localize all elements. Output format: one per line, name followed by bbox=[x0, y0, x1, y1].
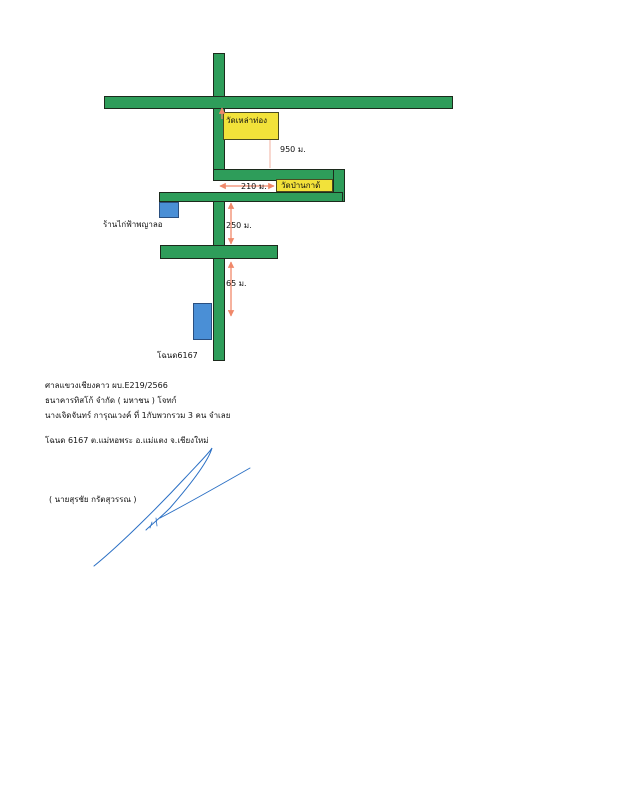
plaintiff-line: ธนาคารทิสโก้ จำกัด ( มหาชน ) โจทก์ bbox=[45, 396, 177, 405]
handwritten-signature bbox=[93, 447, 251, 567]
deed-marker-label: โฉนด6167 bbox=[157, 351, 198, 360]
road-vertical-main bbox=[213, 201, 225, 361]
road-horizontal-top bbox=[104, 96, 453, 109]
temple-pa-nok-kad-label: วัดป่านกาด้ bbox=[281, 181, 321, 190]
temple-lao-thong-building bbox=[223, 112, 279, 140]
signer-name: ( นายสุรชัย กรัตสุวรรณ ) bbox=[49, 495, 137, 504]
road-horizontal-lower bbox=[160, 245, 278, 259]
deed-plot bbox=[193, 303, 212, 340]
distance-950-label: 950 ม. bbox=[280, 145, 306, 154]
deed-location-line: โฉนด 6167 ต.แม่หอพระ อ.แม่แตง จ.เชียงใหม… bbox=[45, 436, 209, 445]
distance-65-label: 65 ม. bbox=[226, 279, 247, 288]
distance-210-label: 210 ม. bbox=[241, 182, 267, 191]
temple-pa-nok-kad-building bbox=[276, 179, 333, 192]
shop-label: ร้านไก่ฟ้าพญาลอ bbox=[103, 220, 163, 229]
defendant-line: นางเจิดจันทร์ การุณเวงค์ ที่ 1กับพวกรวม … bbox=[45, 411, 231, 420]
shop-plot bbox=[159, 202, 179, 218]
distance-250-label: 250 ม. bbox=[226, 221, 252, 230]
court-case-line: ศาลแขวงเชียงคาว ผบ.E219/2566 bbox=[45, 381, 168, 390]
temple-lao-thong-label: วัดเหล่าท่อง bbox=[226, 116, 268, 125]
road-horizontal-middle bbox=[159, 192, 343, 202]
